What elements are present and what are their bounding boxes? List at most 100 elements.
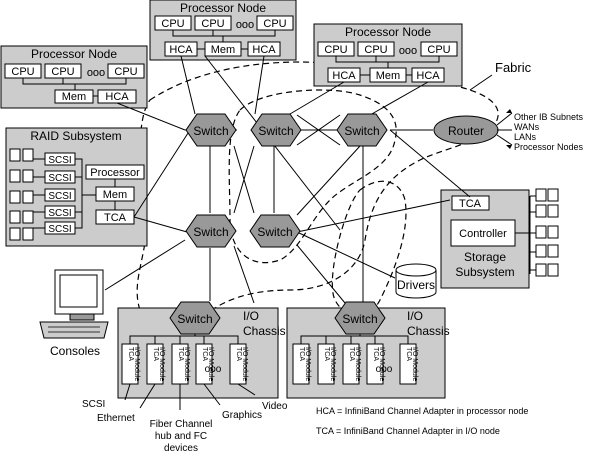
- switch-mid-left: Switch: [185, 214, 237, 248]
- io-chassis-title: Chassis: [407, 324, 450, 338]
- module-tca-label: TCA: [127, 347, 134, 361]
- legend: HCA = InfiniBand Channel Adapter in proc…: [316, 406, 528, 436]
- hca-label: HCA: [332, 70, 356, 82]
- switch-top-left: Switch: [185, 113, 237, 147]
- consoles-label: Consoles: [50, 344, 100, 358]
- switch-top-center: Switch: [250, 113, 302, 147]
- io-chassis-title: Chassis: [243, 324, 286, 338]
- io-chassis-title: I/O: [243, 309, 259, 323]
- switch-label: Switch: [257, 225, 292, 239]
- cpu-label: CPU: [11, 66, 34, 78]
- module-tca-label: TCA: [298, 347, 305, 361]
- storage-tca-label: TCA: [459, 198, 482, 210]
- processor-node-title: Processor Node: [180, 1, 266, 15]
- router-target-label: LANs: [514, 132, 537, 142]
- processor-node-center: Processor Node CPU CPU ooo CPU HCA Mem H…: [149, 0, 297, 61]
- cpu-label: CPU: [324, 44, 347, 56]
- io-module-label: I/O Module: [207, 347, 214, 381]
- cpu-label: CPU: [201, 18, 224, 30]
- io-module-label: I/O Module: [158, 347, 165, 381]
- scsi-label: SCSI: [48, 208, 71, 219]
- fabric-links: [104, 55, 471, 304]
- fiber-channel-label: devices: [164, 443, 198, 453]
- controller-label: Controller: [459, 228, 507, 240]
- raid-title: RAID Subsystem: [30, 129, 121, 143]
- module-tca-label: TCA: [372, 347, 379, 361]
- raid-processor-label: Processor: [90, 167, 140, 179]
- mem-box: [369, 67, 407, 83]
- storage-disks: [535, 188, 559, 277]
- switch-label: Switch: [342, 312, 377, 326]
- fabric-boundary: [136, 61, 499, 330]
- raid-disks: [9, 148, 34, 241]
- cpu-label: CPU: [51, 66, 74, 78]
- hca-label: HCA: [105, 91, 129, 103]
- mem-label: Mem: [376, 70, 400, 82]
- ellipsis-label: ooo: [399, 45, 417, 57]
- fabric-label-pointer: [469, 74, 493, 91]
- hca-label: HCA: [252, 44, 276, 56]
- graphics-label: Graphics: [222, 410, 262, 421]
- switch-label: Switch: [193, 225, 228, 239]
- io-module-label: I/O Module: [354, 347, 361, 381]
- switch-top-right: Switch: [336, 113, 388, 147]
- io-module-label: I/O Module: [241, 347, 248, 381]
- fabric-label: Fabric: [495, 60, 532, 75]
- module-tca-label: TCA: [177, 347, 184, 361]
- io-fabric-boundary: [331, 180, 407, 316]
- router-target-label: Processor Nodes: [514, 142, 584, 152]
- switch-io-right: Switch: [334, 301, 386, 335]
- processor-node-right: Processor Node CPU CPU ooo CPU HCA Mem H…: [313, 23, 463, 87]
- ellipsis-label: ooo: [205, 364, 222, 375]
- io-modules-left: ooo: [121, 334, 256, 410]
- router-target-label: WANs: [514, 122, 540, 132]
- module-tca-label: TCA: [348, 347, 355, 361]
- router-target-label: Other IB Subnets: [514, 112, 584, 122]
- hca-label: HCA: [416, 70, 440, 82]
- cpu-label: CPU: [161, 18, 184, 30]
- processor-node-title: Processor Node: [345, 25, 431, 39]
- switch-label: Switch: [258, 124, 293, 138]
- legend-tca: TCA = InfiniBand Channel Adapter in I/O …: [316, 426, 500, 436]
- module-tca-label: TCA: [201, 347, 208, 361]
- io-module-label: I/O Module: [133, 347, 140, 381]
- switch-mid-center: Switch: [249, 214, 301, 248]
- storage-tca-box: [451, 195, 490, 211]
- router-targets: Other IB Subnets WANs LANs Processor Nod…: [514, 112, 584, 152]
- scsi-device-label: SCSI: [82, 399, 105, 410]
- router-label: Router: [448, 124, 484, 138]
- io-modules-right: ooo: [292, 334, 417, 385]
- fabric-inner-boundary: [228, 89, 397, 264]
- switch-label: Switch: [177, 312, 212, 326]
- raid-mem-box: [95, 186, 135, 202]
- processor-node-left: Processor Node CPU CPU ooo CPU Mem HCA: [0, 45, 148, 109]
- raid-tca-label: TCA: [104, 212, 127, 224]
- processor-node-title: Processor Node: [31, 47, 117, 61]
- io-chassis-title: I/O: [407, 309, 423, 323]
- module-tca-label: TCA: [152, 347, 159, 361]
- io-module-label: I/O Module: [378, 347, 385, 381]
- cpu-label: CPU: [263, 18, 286, 30]
- drivers-label: Drivers: [397, 278, 435, 292]
- scsi-label: SCSI: [48, 224, 71, 235]
- storage-title: Subsystem: [455, 265, 514, 279]
- scsi-label: SCSI: [48, 155, 71, 166]
- ellipsis-label: ooo: [376, 364, 393, 375]
- ellipsis-label: ooo: [236, 19, 254, 31]
- cpu-label: CPU: [114, 66, 137, 78]
- cpu-label: CPU: [364, 44, 387, 56]
- mem-box: [204, 41, 242, 57]
- scsi-label: SCSI: [48, 173, 71, 184]
- module-tca-label: TCA: [323, 347, 330, 361]
- io-device-labels: SCSI Ethernet Fiber Channel hub and FC d…: [82, 399, 288, 453]
- module-tca-label: TCA: [405, 347, 412, 361]
- mem-label: Mem: [62, 91, 86, 103]
- storage-title: Storage: [464, 250, 506, 264]
- storage-subsystem: TCA Controller Storage Subsystem: [440, 188, 559, 289]
- module-tca-label: TCA: [235, 347, 242, 361]
- raid-subsystem: RAID Subsystem SCSI SCSI SCSI SCSI SCSI …: [5, 127, 148, 247]
- ellipsis-label: ooo: [87, 67, 105, 79]
- scsi-label: SCSI: [48, 191, 71, 202]
